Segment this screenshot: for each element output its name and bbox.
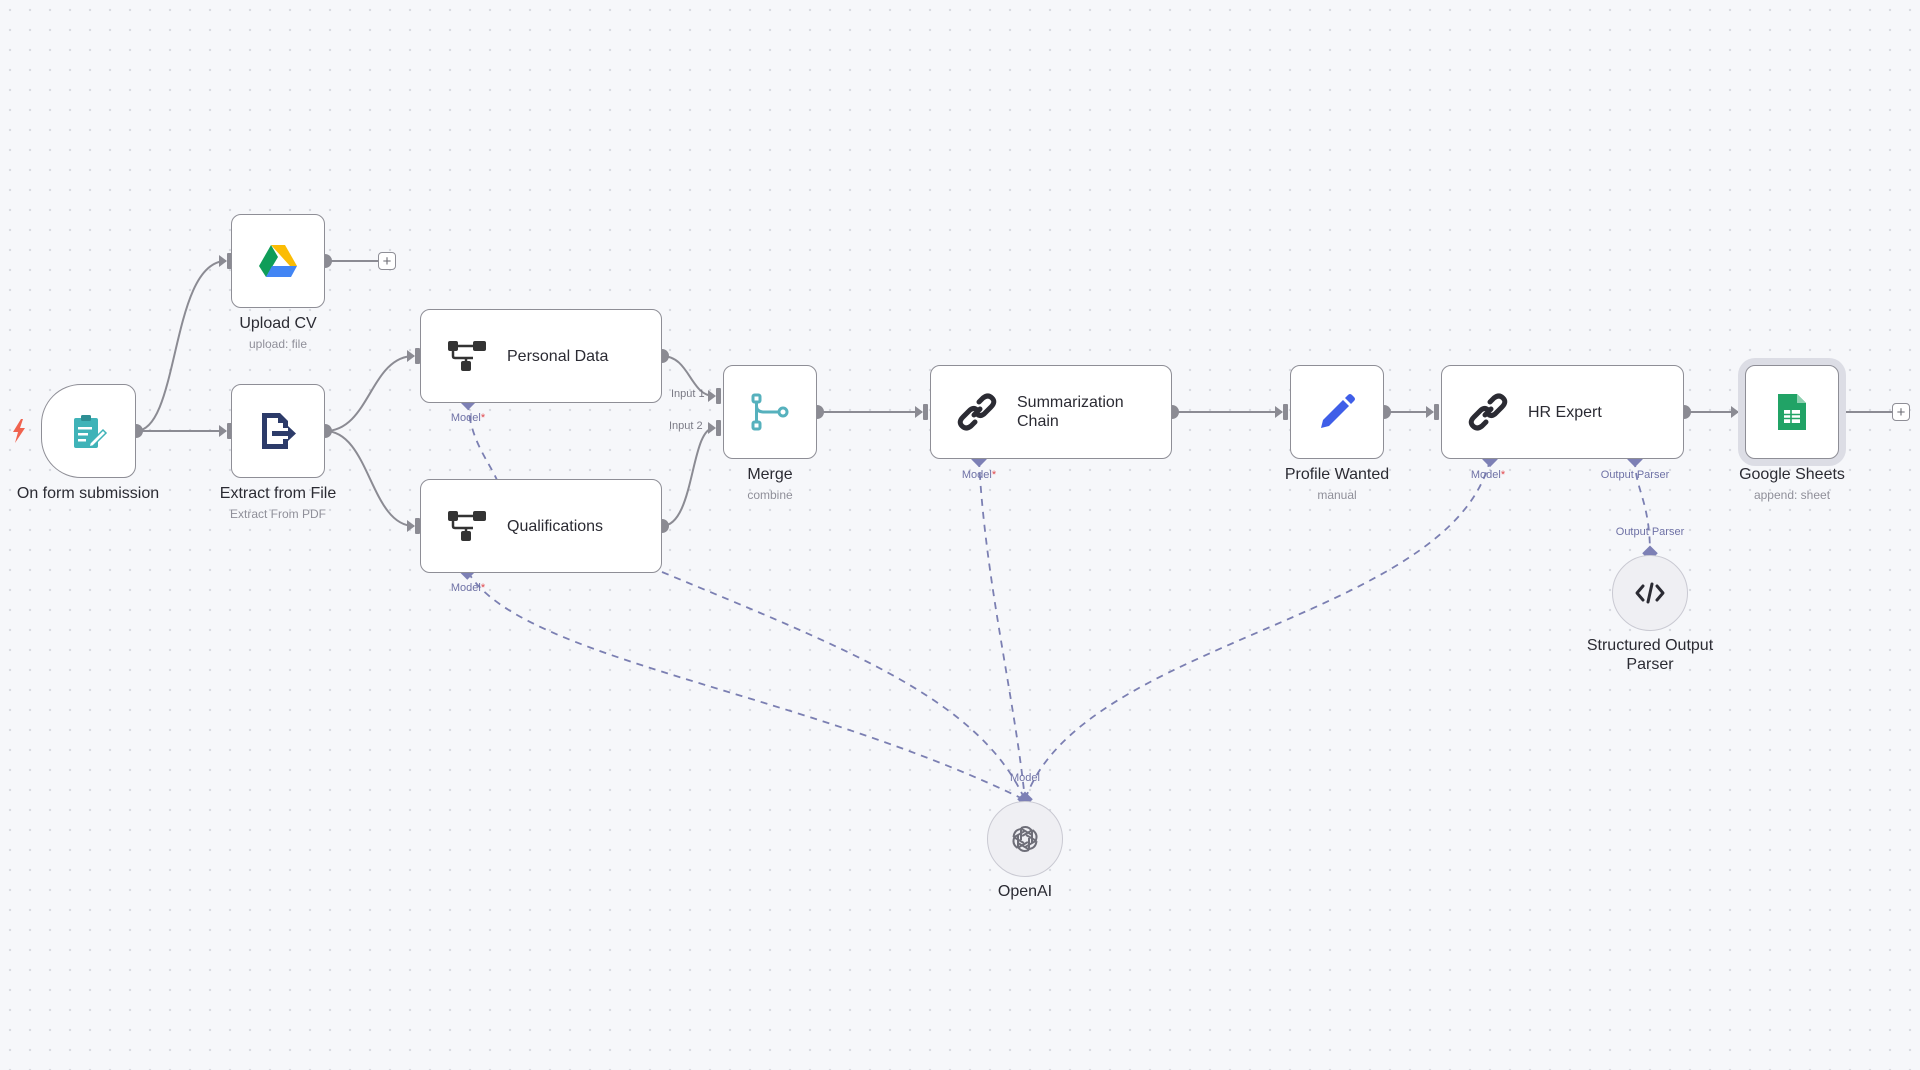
arrow-sheets-input bbox=[1731, 406, 1739, 418]
node-profile-wanted-label: Profile Wanted bbox=[1284, 466, 1390, 483]
node-hr-expert-title: HR Expert bbox=[1528, 403, 1602, 421]
information-extractor-icon bbox=[447, 340, 487, 372]
input-handle-personal bbox=[415, 348, 420, 364]
node-upload-cv-subtitle: upload: file bbox=[248, 337, 308, 351]
pencil-icon bbox=[1317, 392, 1357, 432]
arrow-upload-input bbox=[219, 255, 227, 267]
ai-edge-hr-model bbox=[1024, 459, 1491, 801]
input-handle-sheets bbox=[1739, 404, 1744, 420]
edge-extract-to-qualifications bbox=[324, 430, 415, 527]
port-label-hr-model: Model* bbox=[1470, 469, 1506, 481]
input-handle-qualifications bbox=[415, 518, 420, 534]
merge-input-2-label: Input 2 bbox=[669, 420, 703, 432]
google-drive-icon bbox=[258, 243, 298, 279]
node-qualifications[interactable]: Qualifications bbox=[420, 479, 662, 573]
arrow-personal-input bbox=[407, 350, 415, 362]
node-profile-wanted-subtitle: manual bbox=[1317, 488, 1357, 502]
node-merge[interactable] bbox=[723, 365, 817, 459]
merge-icon bbox=[750, 392, 790, 432]
node-structured-output-parser[interactable] bbox=[1612, 555, 1688, 631]
node-upload-cv[interactable] bbox=[231, 214, 325, 308]
node-personal-data-title: Personal Data bbox=[507, 347, 609, 365]
ai-edge-summarization-model bbox=[978, 459, 1026, 801]
extract-file-icon bbox=[258, 411, 298, 451]
chain-link-icon bbox=[957, 392, 997, 432]
port-label-parser-output: Output Parser bbox=[1615, 526, 1685, 538]
ai-edge-qualifications-to-openai bbox=[661, 571, 1026, 801]
trigger-bolt-icon bbox=[13, 419, 25, 443]
arrow-extract-input bbox=[219, 425, 227, 437]
input-handle-profile bbox=[1283, 404, 1288, 420]
node-extract-label: Extract from File bbox=[219, 485, 337, 502]
input-handle-merge-2 bbox=[716, 420, 721, 436]
edge-extract-to-personal bbox=[324, 355, 415, 432]
ai-edge-qualifications-model bbox=[467, 571, 1026, 801]
arrow-merge-input1 bbox=[708, 390, 716, 402]
edge-personal-to-merge bbox=[661, 355, 715, 397]
google-sheets-icon bbox=[1776, 392, 1808, 432]
add-node-after-sheets-button[interactable]: + bbox=[1892, 403, 1910, 421]
node-qualifications-title: Qualifications bbox=[507, 517, 604, 535]
port-label-hr-output-parser: Output Parser bbox=[1600, 469, 1670, 481]
input-handle-summarization bbox=[923, 404, 928, 420]
port-label-qualifications-model: Model* bbox=[450, 582, 486, 594]
arrow-merge-input2 bbox=[708, 422, 716, 434]
arrow-qualifications-input bbox=[407, 520, 415, 532]
input-handle-upload bbox=[227, 253, 232, 269]
port-label-openai-model: Model bbox=[1010, 772, 1040, 784]
node-merge-label: Merge bbox=[747, 466, 793, 483]
node-extract-from-file[interactable] bbox=[231, 384, 325, 478]
node-merge-subtitle: combine bbox=[747, 488, 793, 502]
node-openai-label: OpenAI bbox=[997, 883, 1053, 900]
arrow-summarization-input bbox=[915, 406, 923, 418]
input-handle-hr bbox=[1434, 404, 1439, 420]
node-extract-subtitle: Extract From PDF bbox=[229, 507, 327, 521]
arrow-profile-input bbox=[1275, 406, 1283, 418]
node-google-sheets-subtitle: append: sheet bbox=[1753, 488, 1831, 502]
information-extractor-icon bbox=[447, 510, 487, 542]
node-google-sheets-label: Google Sheets bbox=[1739, 466, 1845, 483]
chain-link-icon bbox=[1468, 392, 1508, 432]
input-handle-merge-1 bbox=[716, 388, 721, 404]
add-node-after-upload-button[interactable]: + bbox=[378, 252, 396, 270]
openai-icon bbox=[1008, 822, 1042, 856]
arrow-hr-input bbox=[1426, 406, 1434, 418]
node-profile-wanted[interactable] bbox=[1290, 365, 1384, 459]
edge-trigger-to-upload bbox=[135, 260, 227, 432]
node-form-trigger-label: On form submission bbox=[16, 485, 160, 502]
node-openai[interactable] bbox=[987, 801, 1063, 877]
node-personal-data[interactable]: Personal Data bbox=[420, 309, 662, 403]
code-icon bbox=[1635, 582, 1665, 604]
node-hr-expert[interactable]: HR Expert bbox=[1441, 365, 1684, 459]
node-form-trigger[interactable] bbox=[41, 384, 136, 478]
port-label-personal-model: Model* bbox=[450, 412, 486, 424]
node-google-sheets[interactable] bbox=[1745, 365, 1839, 459]
input-handle-extract bbox=[227, 423, 232, 439]
port-label-summarization-model: Model* bbox=[961, 469, 997, 481]
ai-edge-hr-output-parser bbox=[1634, 459, 1651, 555]
merge-input-1-label: Input 1 bbox=[671, 388, 705, 400]
form-icon bbox=[70, 412, 108, 450]
edge-qualifications-to-merge bbox=[661, 427, 715, 527]
node-upload-cv-label: Upload CV bbox=[239, 315, 317, 332]
